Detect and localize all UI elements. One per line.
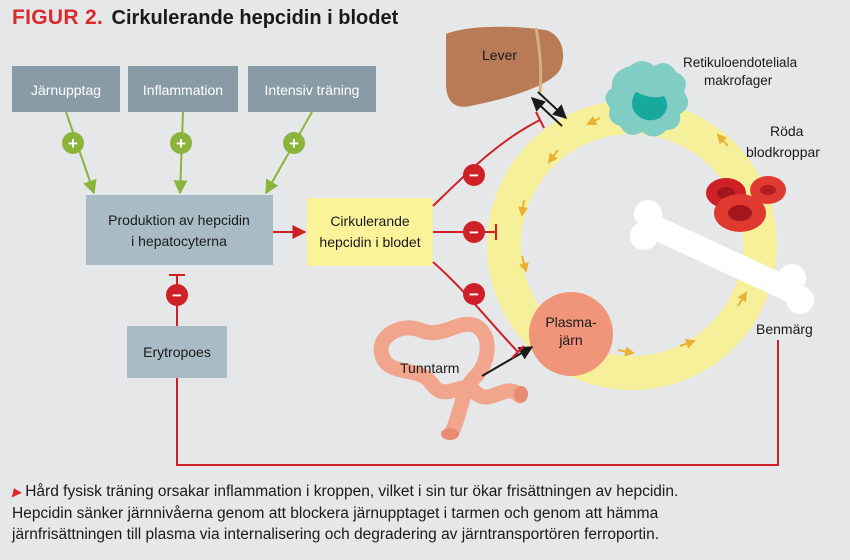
minus-badge: − — [463, 221, 485, 243]
intestine-icon — [373, 316, 528, 440]
plasma-label-line1: Plasma- — [545, 314, 597, 330]
figure-heading: FIGUR 2. Cirkulerande hepcidin i blodet — [12, 6, 398, 30]
flow-arrow — [547, 149, 559, 164]
minus-badge: − — [463, 283, 485, 305]
flow-arrow — [519, 255, 529, 273]
plasma-label-line2: järn — [558, 332, 582, 348]
caption-marker: ▶ — [12, 485, 22, 499]
plasma-iron-node — [529, 292, 613, 376]
box-intensive-training — [248, 66, 376, 112]
box-circulating-line2: hepcidin i blodet — [319, 234, 420, 250]
box-iron-uptake — [12, 66, 120, 112]
liver-label: Lever — [482, 47, 517, 63]
liver-icon — [445, 26, 564, 107]
plus-badge: + — [62, 132, 84, 154]
minus-badge: − — [166, 284, 188, 306]
svg-text:+: + — [68, 134, 78, 153]
box-erythropoiesis — [127, 326, 227, 378]
figure-label: FIGUR 2. — [12, 6, 104, 29]
caption-line1-text: Hård fysisk träning orsakar inflammation… — [25, 483, 679, 500]
bone-icon — [630, 200, 814, 314]
box-inflammation-label: Inflammation — [143, 82, 223, 98]
box-production-line2: i hepatocyterna — [131, 233, 227, 249]
box-inflammation — [128, 66, 238, 112]
macrophage-icon — [605, 61, 689, 137]
flow-arrow — [518, 199, 529, 217]
inhibition-line-liver — [432, 111, 545, 207]
minus-badge: − — [463, 164, 485, 186]
caption-line3: järnfrisättningen till plasma via intern… — [12, 526, 660, 543]
hepcidin-diagram: Lever Retikuloendoteliala makrofager Röd… — [12, 26, 820, 466]
flow-arrow — [679, 338, 696, 349]
box-iron-uptake-label: Järnupptag — [31, 82, 101, 98]
plus-badge: + — [170, 132, 192, 154]
flow-arrow — [617, 346, 635, 357]
caption-line2: Hepcidin sänker järnnivåerna genom att b… — [12, 505, 659, 522]
caption-line1: ▶Hård fysisk träning orsakar inflammatio… — [12, 481, 838, 503]
flow-arrow — [716, 133, 729, 147]
flow-arrow — [586, 115, 601, 125]
rbc-label-line1: Röda — [770, 123, 804, 139]
box-circulating-line1: Cirkulerande — [330, 213, 410, 229]
liver-uptake-arrow — [530, 97, 563, 127]
macrophage-label-line1: Retikuloendoteliala — [683, 55, 798, 70]
box-production-line1: Produktion av hepcidin — [108, 212, 250, 228]
svg-text:+: + — [176, 134, 186, 153]
stimulation-arrow-iron-uptake — [65, 111, 97, 195]
svg-text:−: − — [469, 166, 479, 185]
box-intensive-training-label: Intensiv träning — [265, 82, 360, 98]
box-erythropoiesis-label: Erytropoes — [143, 344, 211, 360]
svg-text:+: + — [289, 134, 299, 153]
svg-text:−: − — [469, 223, 479, 242]
plus-badge: + — [283, 132, 305, 154]
figure-caption: ▶Hård fysisk träning orsakar inflammatio… — [12, 481, 838, 545]
flow-arrow — [737, 291, 748, 307]
intestine-to-plasma-arrow — [481, 346, 534, 377]
box-hepcidin-production — [86, 195, 273, 265]
inhibition-line-plasma — [432, 261, 525, 359]
box-circulating-hepcidin — [307, 198, 433, 266]
rbc-label-line2: blodkroppar — [746, 144, 820, 160]
svg-text:−: − — [469, 285, 479, 304]
intestine-label: Tunntarm — [400, 360, 459, 376]
bone-marrow-feedback-line — [176, 340, 779, 466]
bone-marrow-label: Benmärg — [756, 321, 813, 337]
liver-release-arrow — [537, 91, 568, 119]
figure-title: Cirkulerande hepcidin i blodet — [111, 7, 399, 29]
red-blood-cells-icon — [706, 176, 786, 232]
macrophage-label-line2: makrofager — [704, 73, 773, 88]
svg-text:−: − — [172, 286, 182, 305]
